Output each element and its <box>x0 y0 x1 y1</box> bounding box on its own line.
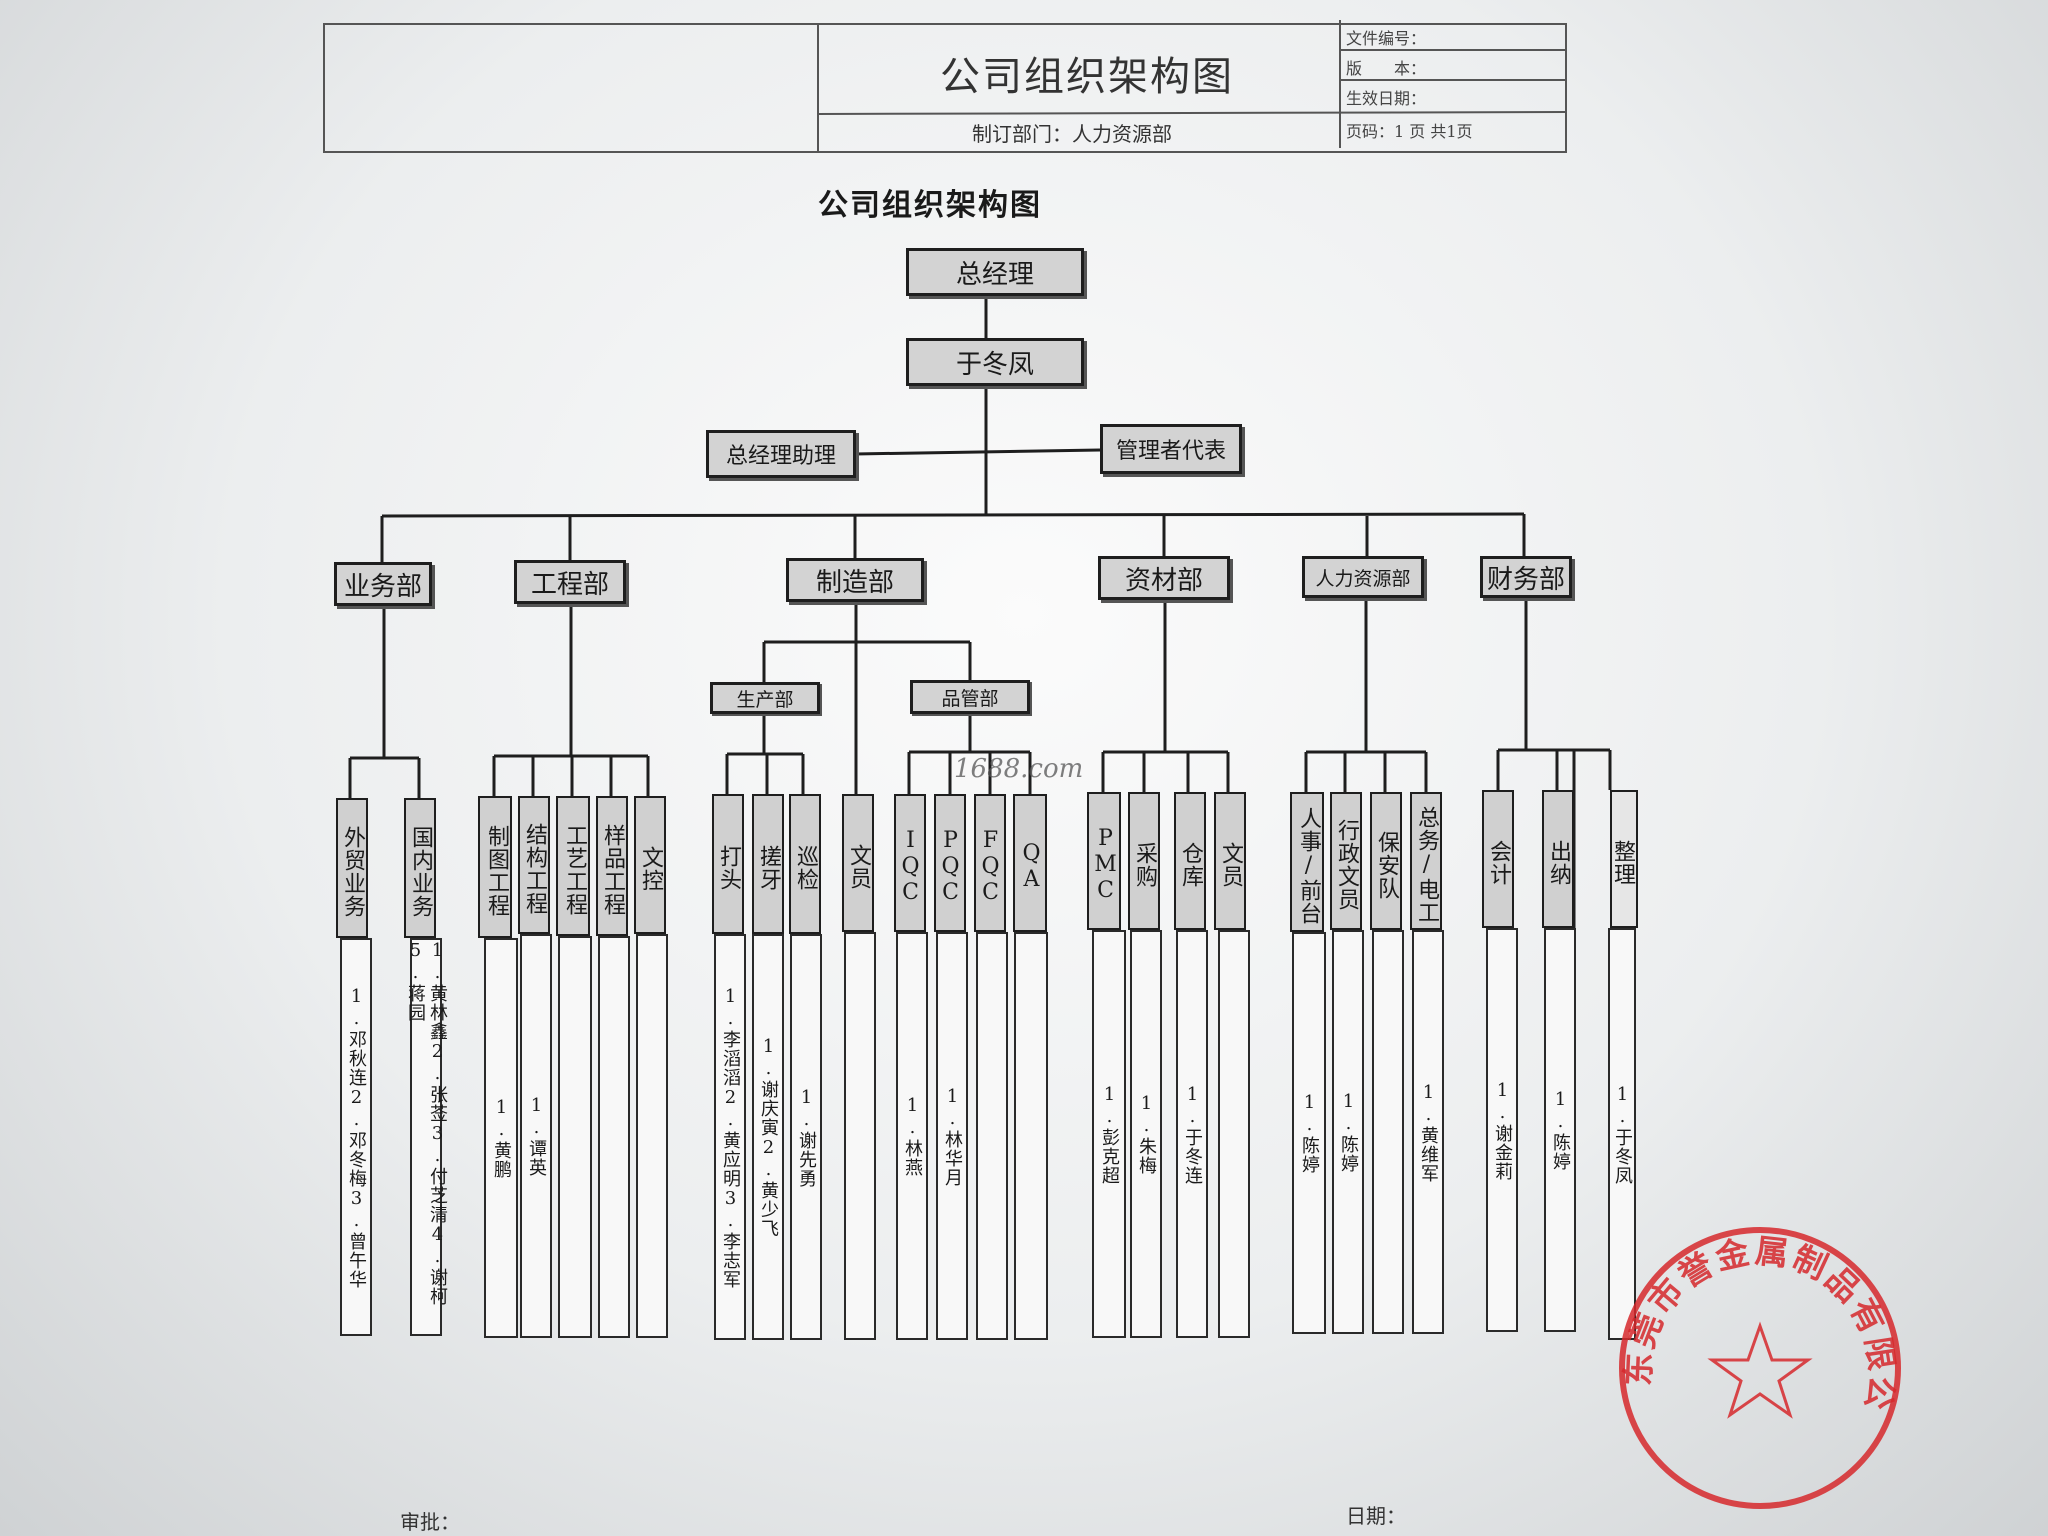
staff-column-16: 1.朱梅 <box>1130 930 1162 1338</box>
unit-box-18: 文员 <box>1214 792 1246 930</box>
staff-column-24: 1.陈婷 <box>1544 928 1576 1332</box>
staff-column-1: 1.黄林鑫2.张莶3.付芝清4.谢柯5.蒋园 <box>405 938 448 1336</box>
staff-column-15: 1.彭克超 <box>1092 930 1126 1338</box>
header-doc-number: 文件编号： <box>1346 29 1427 48</box>
staff-column-4 <box>558 936 592 1338</box>
dept-finance: 财务部 <box>1480 556 1572 598</box>
staff-column-22: 1.黄维军 <box>1412 930 1444 1334</box>
watermark: 1688.com <box>954 754 1084 784</box>
staff-column-13 <box>976 932 1008 1340</box>
staff-column-18 <box>1218 930 1250 1338</box>
assistant-manager-box: 总经理助理 <box>706 430 856 478</box>
dept-manufacturing: 制造部 <box>786 558 924 602</box>
staff-column-23: 1.谢金莉 <box>1486 928 1518 1332</box>
staff-column-10 <box>844 932 876 1340</box>
unit-box-8: 搓牙 <box>752 794 784 934</box>
unit-box-2: 制图工程 <box>478 796 512 938</box>
unit-box-13: FQC <box>974 794 1006 932</box>
staff-column-7: 1.李滔滔2.黄应明3.李志军 <box>714 934 746 1340</box>
dept-materials: 资材部 <box>1098 556 1230 600</box>
unit-box-21: 保安队 <box>1370 792 1402 930</box>
staff-column-19: 1.陈婷 <box>1292 932 1326 1334</box>
staff-column-12: 1.林华月 <box>936 932 968 1340</box>
unit-box-20: 行政文员 <box>1330 792 1362 930</box>
unit-box-10: 文员 <box>842 794 874 932</box>
unit-box-17: 仓库 <box>1174 792 1206 930</box>
unit-box-3: 结构工程 <box>518 796 550 934</box>
unit-box-1: 国内业务 <box>404 798 436 938</box>
staff-column-25: 1.于冬凤 <box>1608 928 1636 1340</box>
unit-box-15: PMC <box>1087 792 1121 930</box>
unit-box-6: 文控 <box>634 796 666 934</box>
staff-column-9: 1.谢先勇 <box>790 934 822 1340</box>
company-seal: 东莞市誉金属制品有限公司 <box>1610 1218 1902 1509</box>
staff-column-8: 1.谢庆寅2.黄少飞 <box>752 934 784 1340</box>
unit-box-11: IQC <box>894 794 926 932</box>
unit-box-0: 外贸业务 <box>336 798 368 938</box>
staff-column-5 <box>598 936 630 1338</box>
header-title: 公司组织架构图 <box>940 54 1234 100</box>
unit-box-19: 人事/前台 <box>1290 792 1324 932</box>
staff-column-0: 1.邓秋连2.邓冬梅3.曾午华 <box>340 938 372 1336</box>
unit-box-23: 会计 <box>1482 790 1514 928</box>
unit-box-5: 样品工程 <box>596 796 628 936</box>
unit-box-24: 出纳 <box>1542 790 1574 928</box>
header-version: 版 本： <box>1346 59 1427 78</box>
staff-column-6 <box>636 934 668 1338</box>
unit-box-12: PQC <box>934 794 966 932</box>
general-manager-name-box: 于冬凤 <box>906 338 1084 386</box>
staff-column-21 <box>1372 930 1404 1334</box>
staff-column-11: 1.林燕 <box>896 932 928 1340</box>
subdept-quality: 品管部 <box>910 680 1030 714</box>
staff-column-3: 1.谭英 <box>520 934 552 1338</box>
management-rep-box: 管理者代表 <box>1100 424 1242 474</box>
dept-human-resources: 人力资源部 <box>1302 556 1424 598</box>
header-department: 制订部门：人力资源部 <box>972 122 1172 146</box>
date-label: 日期： <box>1346 1504 1406 1528</box>
svg-text:东莞市誉金属制品有限公司: 东莞市誉金属制品有限公司 <box>1610 1218 1902 1416</box>
unit-box-4: 工艺工程 <box>556 796 590 936</box>
unit-box-9: 巡检 <box>789 794 821 934</box>
subdept-production: 生产部 <box>710 682 820 714</box>
unit-box-16: 采购 <box>1128 792 1160 930</box>
staff-column-17: 1.于冬连 <box>1176 930 1208 1338</box>
dept-engineering: 工程部 <box>514 560 626 604</box>
chart-title: 公司组织架构图 <box>818 188 1042 223</box>
unit-box-7: 打头 <box>712 794 744 934</box>
approval-label: 审批： <box>400 1510 460 1534</box>
unit-box-22: 总务/电工 <box>1410 792 1442 930</box>
header-pages: 页码：1 页 共1页 <box>1346 122 1473 141</box>
staff-column-20: 1.陈婷 <box>1332 930 1364 1334</box>
unit-box-14: QA <box>1013 794 1047 932</box>
header-effective-date: 生效日期： <box>1346 89 1427 108</box>
unit-box-25: 整理 <box>1610 790 1638 928</box>
staff-column-2: 1.黄鹏 <box>484 938 518 1338</box>
dept-sales: 业务部 <box>334 562 432 606</box>
staff-column-14 <box>1014 932 1048 1340</box>
general-manager-box: 总经理 <box>906 248 1084 296</box>
